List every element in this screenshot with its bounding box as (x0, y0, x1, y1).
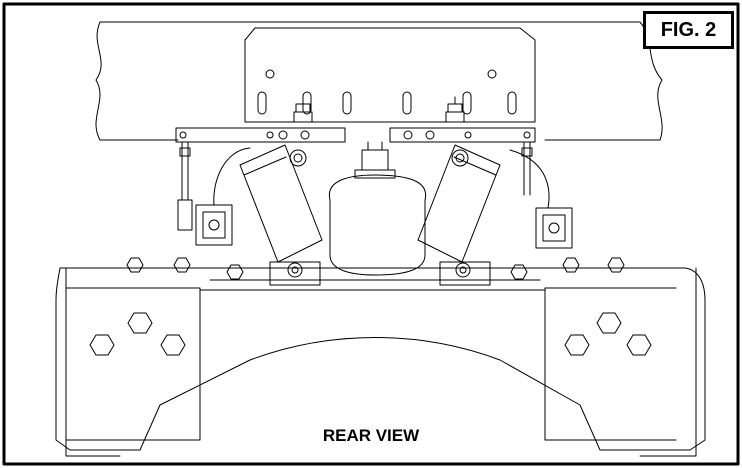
view-caption: REAR VIEW (322, 426, 420, 445)
center-air-spring (328, 141, 427, 276)
top-bolts (293, 96, 465, 123)
bar-holes (179, 130, 531, 140)
mounting-slots (257, 69, 517, 115)
left-shock-absorber (239, 144, 323, 263)
right-shock-absorber (417, 144, 501, 263)
height-control-bar (175, 127, 536, 143)
lower-brackets (209, 261, 541, 286)
left-hub-bolts (89, 312, 186, 356)
axle-beam (55, 267, 706, 457)
left-leveling-valve (177, 141, 251, 246)
right-leveling-valve (509, 141, 573, 249)
right-hub-bolts (564, 312, 652, 356)
upper-mount-plate (244, 27, 536, 123)
figure-label: FIG. 2 (643, 11, 734, 49)
axle-bolts (126, 257, 625, 280)
